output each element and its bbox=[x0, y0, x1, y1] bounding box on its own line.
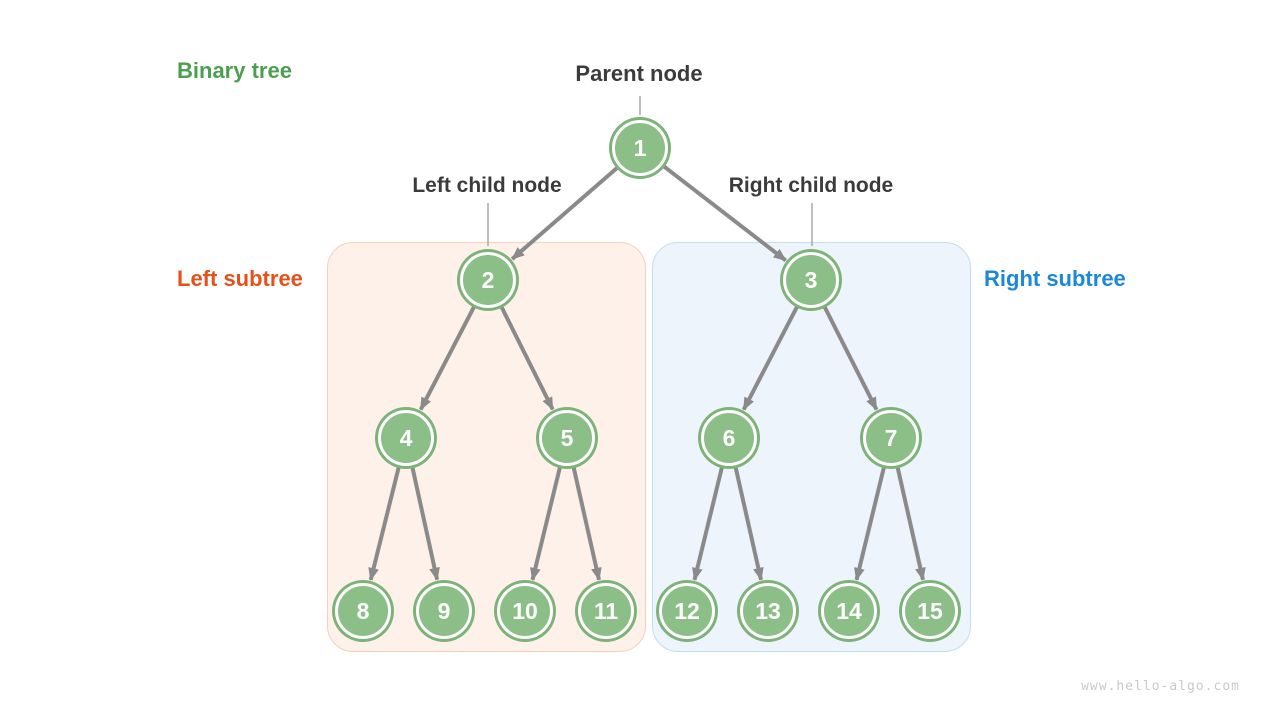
watermark: www.hello-algo.com bbox=[1081, 679, 1240, 694]
tree-node-12: 12 bbox=[659, 583, 715, 639]
tree-node-label: 8 bbox=[356, 597, 370, 624]
tree-node-14: 14 bbox=[821, 583, 877, 639]
tree-node-1: 1 bbox=[612, 120, 668, 176]
left-child-node-label: Left child node bbox=[412, 174, 562, 197]
tree-node-label: 2 bbox=[481, 266, 495, 293]
callout-lines bbox=[487, 96, 813, 246]
tree-edge-2-4 bbox=[418, 304, 477, 411]
tree-edge-6-12 bbox=[692, 465, 725, 581]
tree-edge-5-10 bbox=[530, 465, 563, 581]
tree-edge-2-5 bbox=[499, 305, 555, 411]
diagram-title: Binary tree bbox=[177, 58, 292, 83]
tree-node-label: 5 bbox=[560, 424, 574, 451]
tree-node-label: 11 bbox=[593, 597, 619, 624]
tree-node-7: 7 bbox=[863, 410, 919, 466]
tree-node-6: 6 bbox=[701, 410, 757, 466]
tree-edge-1-2 bbox=[510, 165, 620, 261]
tree-node-3: 3 bbox=[783, 252, 839, 308]
tree-node-label: 12 bbox=[674, 597, 700, 624]
tree-edge-3-6 bbox=[741, 304, 800, 411]
tree-edge-6-13 bbox=[733, 465, 764, 581]
tree-node-4: 4 bbox=[378, 410, 434, 466]
tree-edge-7-14 bbox=[854, 465, 887, 581]
tree-node-11: 11 bbox=[578, 583, 634, 639]
tree-node-label: 10 bbox=[512, 597, 538, 624]
tree-node-label: 9 bbox=[437, 597, 451, 624]
tree-edge-7-15 bbox=[895, 465, 926, 581]
tree-node-label: 6 bbox=[722, 424, 736, 451]
parent-node-label: Parent node bbox=[575, 61, 703, 86]
edge-arrows bbox=[368, 164, 926, 581]
tree-node-label: 7 bbox=[884, 424, 898, 451]
tree-edge-1-3 bbox=[661, 164, 787, 262]
right-subtree-label: Right subtree bbox=[984, 266, 1126, 291]
tree-edge-5-11 bbox=[571, 465, 602, 581]
tree-node-15: 15 bbox=[902, 583, 958, 639]
tree-edge-4-8 bbox=[368, 465, 401, 581]
tree-node-label: 4 bbox=[399, 424, 413, 451]
left-subtree-label: Left subtree bbox=[177, 266, 303, 291]
tree-node-label: 14 bbox=[836, 597, 862, 624]
tree-node-label: 15 bbox=[917, 597, 943, 624]
tree-node-9: 9 bbox=[416, 583, 472, 639]
tree-node-label: 3 bbox=[804, 266, 818, 293]
tree-edge-4-9 bbox=[410, 465, 440, 581]
tree-node-2: 2 bbox=[460, 252, 516, 308]
tree-edge-3-7 bbox=[822, 304, 879, 411]
tree-node-13: 13 bbox=[740, 583, 796, 639]
tree-node-label: 1 bbox=[633, 134, 647, 161]
tree-node-5: 5 bbox=[539, 410, 595, 466]
tree-node-10: 10 bbox=[497, 583, 553, 639]
right-child-node-label: Right child node bbox=[728, 174, 894, 197]
tree-node-label: 13 bbox=[755, 597, 781, 624]
tree-node-8: 8 bbox=[335, 583, 391, 639]
